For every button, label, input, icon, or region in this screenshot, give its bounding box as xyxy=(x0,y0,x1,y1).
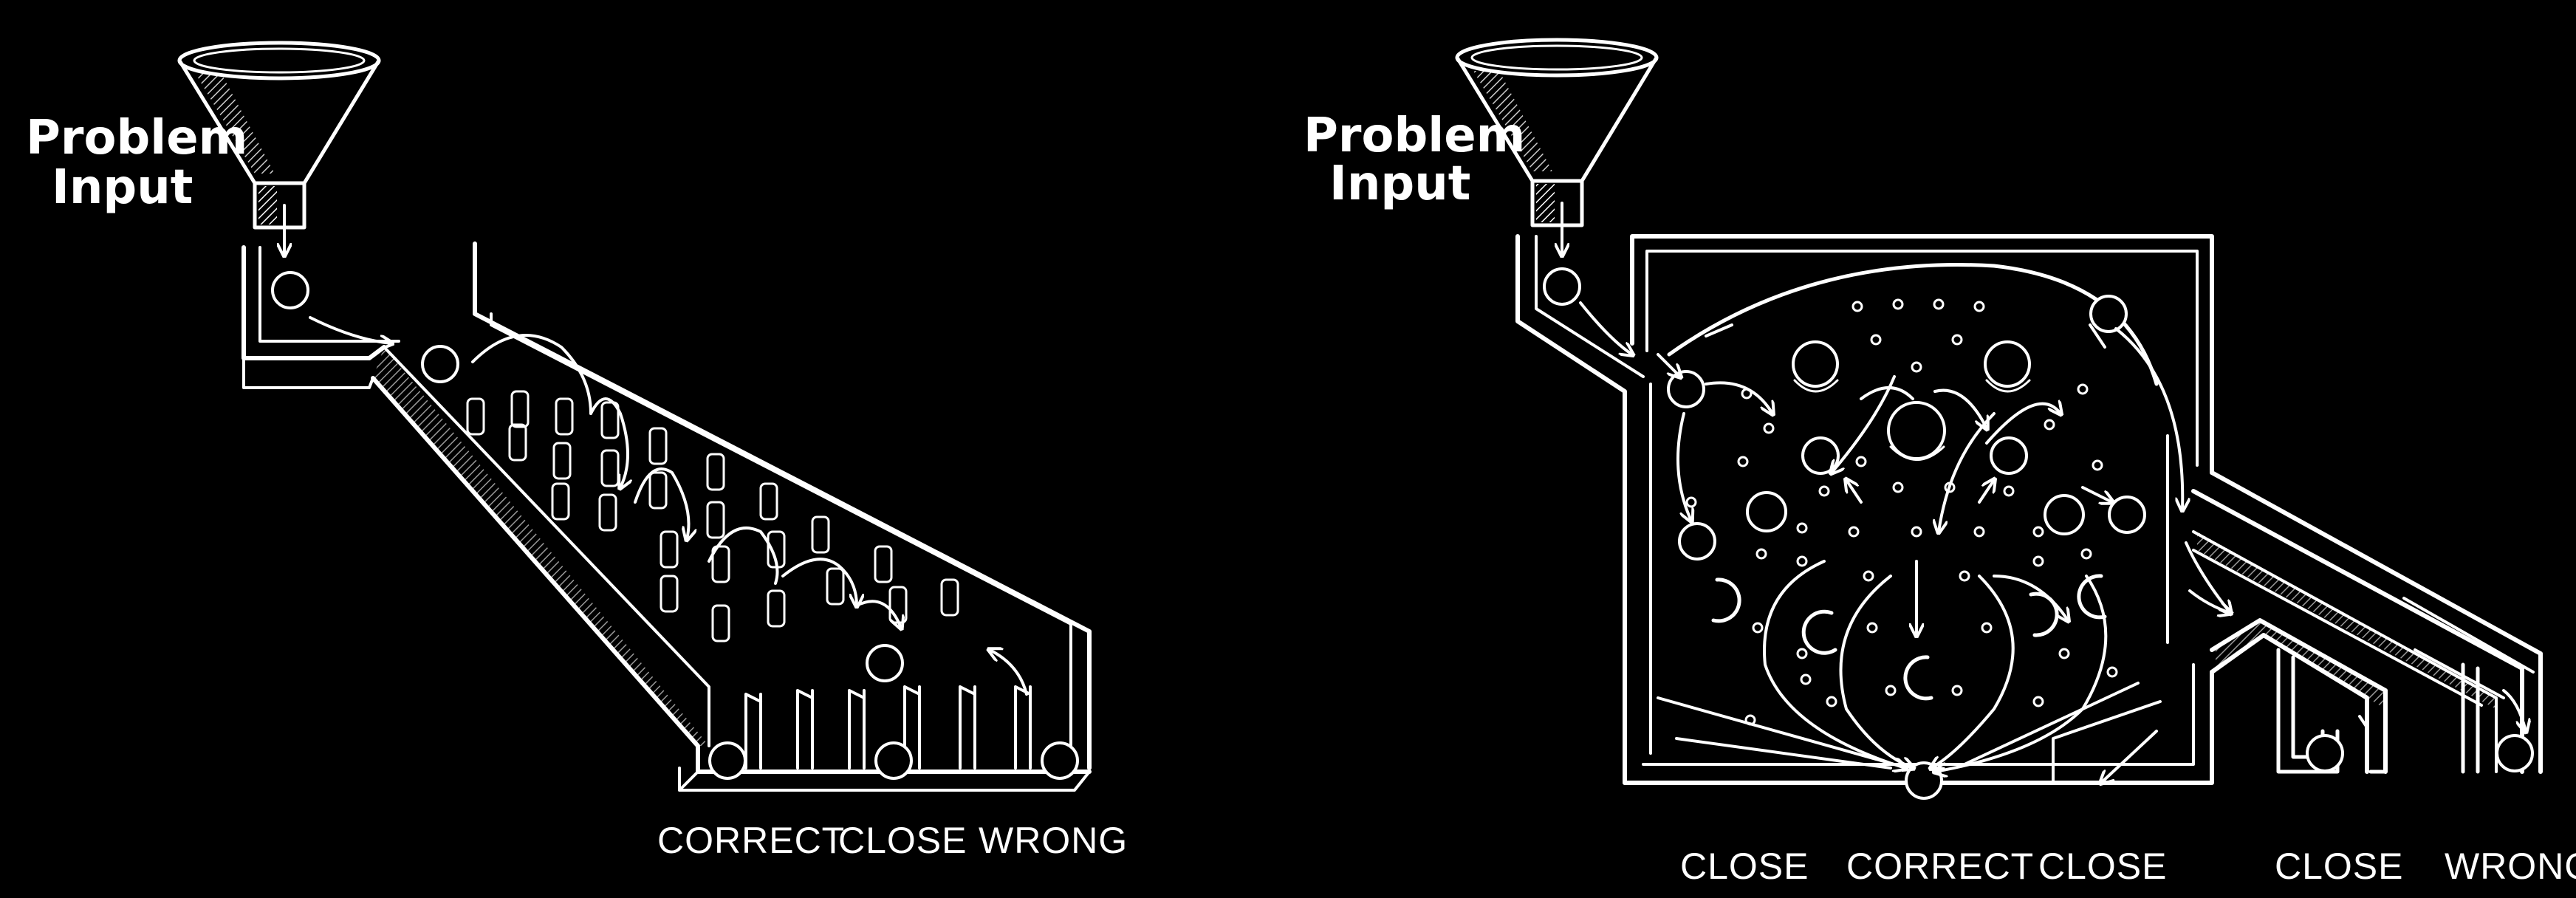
right-bin-label-correct: CORRECT xyxy=(1846,846,2034,887)
right-input-label-line1: Problem xyxy=(1304,109,1525,163)
right-input-ball xyxy=(1543,267,1581,306)
left-ball-wrong xyxy=(1041,741,1079,780)
left-input-label-line1: Problem xyxy=(26,111,247,165)
right-ball-left xyxy=(1678,522,1716,561)
left-ball-2 xyxy=(421,345,459,383)
right-ball-close-side xyxy=(2306,734,2344,772)
right-ball-top-right xyxy=(2089,295,2128,333)
left-ball-3 xyxy=(866,644,904,682)
left-machine: Problem Input xyxy=(26,41,1128,861)
right-flow-arrows xyxy=(1657,327,2526,772)
right-peg-dots xyxy=(1685,298,2118,726)
right-funnel-icon xyxy=(1455,38,1659,255)
left-peg-field xyxy=(466,390,959,642)
right-ball-entry xyxy=(1667,370,1705,408)
right-machine: Problem Input xyxy=(1304,38,2576,887)
left-input-label-line2: Input xyxy=(52,160,193,215)
right-ball-right xyxy=(2108,496,2146,534)
right-bin-label-close-2: CLOSE xyxy=(2038,846,2168,887)
right-bin-label-wrong: WRONG xyxy=(2445,846,2576,887)
left-bin-label-correct: CORRECT xyxy=(657,820,845,861)
left-input-ball xyxy=(271,271,309,309)
left-funnel-icon xyxy=(177,41,381,255)
right-bumpers xyxy=(1746,340,2085,535)
left-ball-close xyxy=(874,741,913,780)
right-ball-wrong xyxy=(2496,734,2534,772)
left-ball-correct xyxy=(708,741,747,780)
left-bins xyxy=(708,685,1079,780)
right-input-label-line2: Input xyxy=(1329,157,1470,211)
left-bin-label-close: CLOSE xyxy=(838,820,967,861)
right-bin-label-close-3: CLOSE xyxy=(2275,846,2404,887)
right-bin-label-close-1: CLOSE xyxy=(1680,846,1809,887)
right-spinners xyxy=(1711,574,2107,701)
left-bin-label-wrong: WRONG xyxy=(979,820,1128,861)
left-bounce-arrows xyxy=(471,334,1028,696)
